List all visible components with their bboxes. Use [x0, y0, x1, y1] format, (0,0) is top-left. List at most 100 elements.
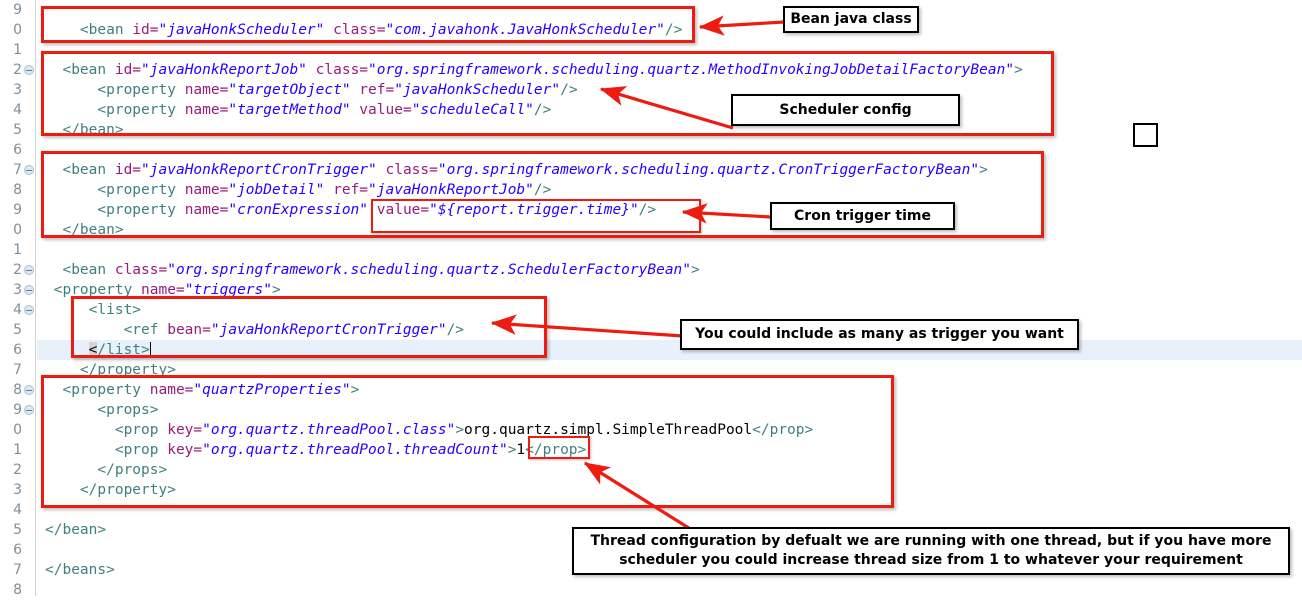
code-line[interactable]: <list> — [37, 300, 1302, 320]
code-token-att: id= — [114, 162, 142, 178]
line-number: 3 — [0, 280, 35, 300]
code-line[interactable] — [37, 140, 1302, 160]
line-number-text: 6 — [13, 342, 22, 358]
code-line[interactable]: <bean id="javaHonkReportCronTrigger" cla… — [37, 160, 1302, 180]
code-token-att: bean= — [167, 322, 211, 338]
code-line[interactable] — [37, 500, 1302, 520]
code-token-tag: > — [272, 282, 281, 298]
code-token-val: "org.springframework.scheduling.quartz.S… — [167, 262, 692, 278]
code-token-att: class= — [333, 22, 386, 38]
line-number-text: 5 — [13, 522, 22, 538]
fold-collapse-icon[interactable] — [24, 65, 34, 75]
code-line[interactable]: <prop key="org.quartz.threadPool.class">… — [37, 420, 1302, 440]
code-line[interactable]: </property> — [37, 480, 1302, 500]
line-number: 2 — [0, 60, 35, 80]
fold-collapse-icon[interactable] — [24, 165, 34, 175]
code-token-val: "cronExpression" — [228, 202, 369, 218]
code-token-val: "jobDetail" — [228, 182, 325, 198]
code-line[interactable]: <property name="targetObject" ref="javaH… — [37, 80, 1302, 100]
line-number-text: 6 — [13, 542, 22, 558]
code-token-tag: </props> — [45, 462, 168, 478]
code-line[interactable] — [37, 40, 1302, 60]
code-token-val: "targetObject" — [228, 82, 351, 98]
code-token-val: "${report.trigger.time}" — [429, 202, 639, 218]
code-line[interactable]: <bean id="javaHonkReportJob" class="org.… — [37, 60, 1302, 80]
code-token-tag — [351, 82, 360, 98]
code-line[interactable]: <property name="targetMethod" value="sch… — [37, 100, 1302, 120]
code-line[interactable] — [37, 580, 1302, 600]
code-token-tag: > — [691, 262, 700, 278]
callout-label-line-1: Thread configuration by defualt we are r… — [590, 533, 1272, 550]
callout-scheduler-config: Scheduler config — [731, 94, 960, 126]
code-token-tag: <property — [45, 102, 185, 118]
code-line[interactable]: <property name="cronExpression" value="$… — [37, 200, 1302, 220]
line-number-text: 5 — [13, 122, 22, 138]
fold-collapse-icon[interactable] — [24, 405, 34, 415]
code-token-att: name= — [141, 282, 185, 298]
code-token-tag: > — [1014, 62, 1023, 78]
line-number: 3 — [0, 80, 35, 100]
code-line[interactable] — [37, 0, 1302, 20]
code-token-att: id= — [114, 62, 142, 78]
fold-collapse-icon[interactable] — [24, 285, 34, 295]
code-token-tag: </bean> — [45, 522, 107, 538]
code-token-tag: </bean> — [45, 222, 124, 238]
fold-collapse-icon[interactable] — [24, 265, 34, 275]
code-token-att: id= — [132, 22, 159, 38]
line-number-text: 0 — [13, 422, 22, 438]
code-token-val: "org.quartz.threadPool.class" — [202, 422, 456, 438]
line-number: 6 — [0, 340, 35, 360]
code-token-tag: <props> — [45, 402, 159, 418]
line-number-text: 9 — [13, 402, 22, 418]
line-number: 8 — [0, 580, 35, 600]
code-line[interactable] — [37, 240, 1302, 260]
line-number: 7 — [0, 160, 35, 180]
code-line[interactable]: </bean> — [37, 120, 1302, 140]
code-line[interactable]: </props> — [37, 460, 1302, 480]
code-line[interactable]: <props> — [37, 400, 1302, 420]
code-token-txt: org.quartz.simpl.SimpleThreadPool — [464, 422, 753, 438]
code-token-tag: /> — [446, 322, 465, 338]
code-token-tag: /> — [638, 202, 657, 218]
code-token-tag: /> — [664, 22, 683, 38]
code-line[interactable]: </bean> — [37, 520, 1302, 540]
line-number-text: 7 — [13, 162, 22, 178]
empty-square-marker — [1133, 123, 1158, 147]
code-token-val: "quartzProperties" — [193, 382, 351, 398]
code-token-att: name= — [184, 182, 229, 198]
code-line[interactable]: </beans> — [37, 560, 1302, 580]
code-line-current[interactable]: </list> — [37, 340, 1302, 360]
code-token-val: "javaHonkScheduler" — [394, 82, 561, 98]
fold-collapse-icon[interactable] — [24, 385, 34, 395]
line-number-text: 3 — [13, 82, 22, 98]
code-line[interactable]: <prop key="org.quartz.threadPool.threadC… — [37, 440, 1302, 460]
callout-label: Scheduler config — [779, 101, 912, 118]
code-content-area[interactable]: <bean id="javaHonkScheduler" class="com.… — [37, 0, 1302, 596]
code-line[interactable]: <bean id="javaHonkScheduler" class="com.… — [37, 20, 1302, 40]
code-line[interactable]: <property name="triggers"> — [37, 280, 1302, 300]
line-number: 1 — [0, 440, 35, 460]
code-line[interactable]: </bean> — [37, 220, 1302, 240]
code-token-tag: <list> — [45, 302, 142, 318]
fold-collapse-icon[interactable] — [24, 305, 34, 315]
line-number-text: 8 — [13, 582, 22, 598]
code-token-att: value= — [376, 202, 430, 218]
code-token-val: "triggers" — [184, 282, 272, 298]
code-token-tag: </prop> — [525, 442, 587, 458]
line-number: 3 — [0, 480, 35, 500]
code-line[interactable]: <property name="quartzProperties"> — [37, 380, 1302, 400]
code-line[interactable]: <ref bean="javaHonkReportCronTrigger"/> — [37, 320, 1302, 340]
code-line[interactable]: </property> — [37, 360, 1302, 380]
code-token-val: "org.springframework.scheduling.quartz.C… — [437, 162, 980, 178]
line-number-text: 2 — [13, 462, 22, 478]
callout-label: You could include as many as trigger you… — [695, 326, 1064, 343]
code-token-val: "org.springframework.scheduling.quartz.M… — [368, 62, 1015, 78]
code-token-tag: <bean — [45, 262, 115, 278]
code-line[interactable]: <property name="jobDetail" ref="javaHonk… — [37, 180, 1302, 200]
code-token-att: class= — [385, 162, 438, 178]
code-token-att: class= — [315, 62, 369, 78]
callout-label: Cron trigger time — [794, 207, 931, 224]
code-line[interactable]: <bean class="org.springframework.schedul… — [37, 260, 1302, 280]
line-number: 9 — [0, 0, 35, 20]
line-number: 0 — [0, 20, 35, 40]
